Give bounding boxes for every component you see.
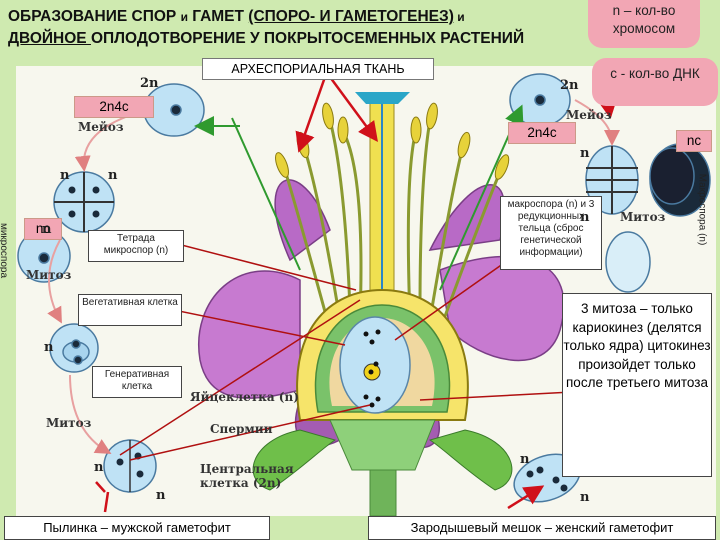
mitosis-label-2: Митоз — [46, 416, 92, 430]
pollen-label: Пылинка – мужской гаметофит — [4, 516, 270, 540]
egg-cell-label: Яйцеклетка (n) — [190, 390, 299, 404]
n-label: n — [60, 168, 70, 183]
right-nc-label: nc — [676, 130, 712, 152]
title-part: ГАМЕТ — [187, 8, 249, 25]
legend-n: n – кол-во хромосом — [588, 0, 700, 48]
vegetative-cell-label: Вегетативная клетка — [78, 294, 182, 326]
meiosis-label-left: Мейоз — [78, 120, 124, 134]
n-label: n — [580, 490, 590, 505]
n-label: n — [108, 168, 118, 183]
title-part: и — [180, 10, 188, 24]
archespore-label: АРХЕСПОРИАЛЬНАЯ ТКАНЬ — [202, 58, 434, 80]
two-n-label-left: 2n — [140, 76, 159, 91]
title-part: (СПОРО- И ГАМЕТОГЕНЕЗ) — [248, 8, 454, 25]
meiosis-label-right: Мейоз — [566, 108, 612, 122]
n-label: n — [42, 222, 52, 237]
mitosis-label-right: Митоз — [620, 210, 666, 224]
n-label: n — [580, 210, 590, 225]
embryo-sac-label: Зародышевый мешок – женский гаметофит — [368, 516, 716, 540]
n-label: n — [94, 460, 104, 475]
legend-c: с - кол-во ДНК — [592, 58, 718, 106]
sperms-label: Спермии — [210, 422, 273, 436]
flower-illustration — [198, 92, 565, 517]
right-2n4c-label: 2n4c — [508, 122, 576, 144]
two-n-label-right: 2n — [560, 78, 579, 93]
cell-icon — [17, 83, 205, 493]
title-part: ОБРАЗОВАНИЕ СПОР — [8, 8, 181, 25]
central-cell-label: Центральная клетка (2n) — [200, 462, 294, 490]
n-label: n — [156, 488, 166, 503]
generative-cell-label: Генеративная клетка — [92, 366, 182, 398]
title-part: и — [453, 10, 465, 24]
microspore-vertical-label: микроспора — [0, 222, 10, 279]
title-part: ОПЛОДОТВОРЕНИЕ У ПОКРЫТОСЕМЕННЫХ РАСТЕНИ… — [90, 30, 525, 47]
page-title: ОБРАЗОВАНИЕ СПОР и ГАМЕТ (СПОРО- И ГАМЕТ… — [8, 6, 598, 49]
tetrad-label: Тетрада микроспор (n) — [88, 230, 184, 262]
left-2n4c-label: 2n4c — [74, 96, 154, 118]
macrospore-note: макроспора (n) и 3 редукционных тельца (… — [500, 196, 602, 270]
n-label: n — [580, 146, 590, 161]
mitosis-label-1: Митоз — [26, 268, 72, 282]
title-part: ДВОЙНОЕ — [8, 30, 91, 47]
left-nc-label: nc — [24, 218, 62, 240]
n-label: n — [44, 340, 54, 355]
macrospore-vertical-label: Макроспора (n) — [696, 173, 708, 246]
n-label: n — [520, 452, 530, 467]
third-mitosis-note: 3 митоза – только кариокинез (делятся то… — [562, 293, 712, 477]
